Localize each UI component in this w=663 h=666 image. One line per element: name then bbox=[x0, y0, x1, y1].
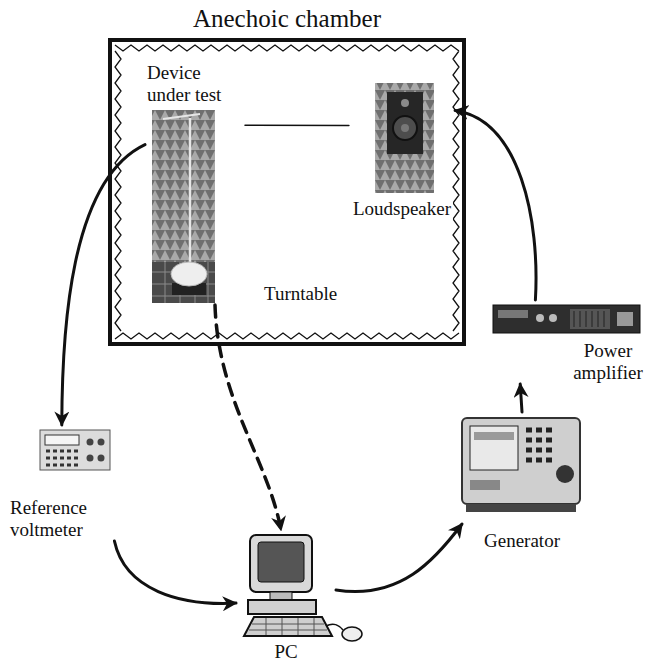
generator-photo bbox=[462, 418, 580, 512]
grille-lines bbox=[574, 311, 604, 327]
keyboard-keys bbox=[249, 618, 327, 635]
generator-stand bbox=[466, 504, 576, 512]
grid-lines bbox=[152, 262, 215, 303]
pc-label: PC bbox=[272, 641, 299, 663]
woofer bbox=[393, 116, 417, 140]
loudspeaker-photo bbox=[375, 83, 434, 193]
turntable-cover bbox=[171, 262, 207, 286]
amplifier-label: Power amplifier bbox=[560, 340, 656, 384]
generator-body bbox=[462, 418, 580, 504]
voltmeter-label: Reference voltmeter bbox=[8, 497, 112, 541]
zigzag-lining bbox=[115, 45, 459, 339]
control-link bbox=[215, 305, 281, 530]
generator-screen bbox=[470, 426, 518, 470]
voltmeter-display bbox=[45, 435, 79, 445]
signal-arrow bbox=[336, 524, 462, 591]
monitor-stand bbox=[270, 592, 292, 600]
pc-case bbox=[248, 600, 316, 614]
amp-grille bbox=[570, 309, 610, 329]
mouse-cable bbox=[326, 624, 343, 630]
amplifier-node: Power amplifier bbox=[490, 300, 658, 384]
generator-node: Generator bbox=[462, 412, 582, 552]
amp-knob bbox=[549, 314, 557, 322]
mouse bbox=[342, 627, 362, 641]
keyboard bbox=[244, 617, 332, 636]
terminal bbox=[98, 439, 105, 446]
foam-wall bbox=[375, 83, 434, 193]
woofer-cap bbox=[401, 124, 409, 132]
monitor bbox=[250, 535, 312, 592]
chamber-title: Anechoic chamber bbox=[191, 4, 383, 34]
monitor-screen bbox=[258, 542, 304, 582]
mic-pole bbox=[189, 118, 192, 278]
mic-boom bbox=[163, 114, 200, 119]
signal-arrow bbox=[245, 124, 349, 126]
screen-bar bbox=[474, 432, 514, 440]
signal-arrow bbox=[455, 110, 536, 300]
amp-knob bbox=[536, 314, 544, 322]
terminal bbox=[87, 455, 94, 462]
part-label: Turntable bbox=[262, 283, 339, 305]
amplifier-body bbox=[493, 305, 640, 333]
signal-arrow bbox=[114, 541, 236, 603]
speaker-cabinet bbox=[387, 92, 423, 154]
generator-keys bbox=[526, 430, 552, 460]
terminal bbox=[98, 455, 105, 462]
tweeter bbox=[401, 99, 409, 107]
loudspeaker-node: Loudspeaker bbox=[349, 83, 455, 220]
voltmeter-keys bbox=[46, 451, 78, 465]
foam-wall bbox=[152, 110, 215, 303]
dut-photo bbox=[152, 110, 215, 303]
voltmeter-photo bbox=[40, 430, 110, 470]
amplifier-photo bbox=[493, 305, 640, 333]
signal-arrow bbox=[62, 145, 145, 425]
voltmeter-body bbox=[40, 430, 110, 470]
pc-node: PC bbox=[236, 530, 336, 663]
device-label: Device under test bbox=[145, 62, 237, 106]
amp-panel bbox=[498, 310, 528, 318]
voltmeter-node: Reference voltmeter bbox=[8, 425, 120, 541]
pc-icon bbox=[244, 535, 362, 641]
generator-knob bbox=[556, 465, 574, 483]
signal-arrow bbox=[520, 384, 522, 412]
loudspeaker-label: Loudspeaker bbox=[351, 198, 453, 220]
floor-grid bbox=[152, 262, 215, 303]
terminal bbox=[87, 439, 94, 446]
generator-panel bbox=[470, 480, 500, 490]
device-node: Device under test bbox=[145, 62, 245, 305]
amp-panel bbox=[617, 312, 633, 326]
generator-label: Generator bbox=[482, 530, 562, 552]
